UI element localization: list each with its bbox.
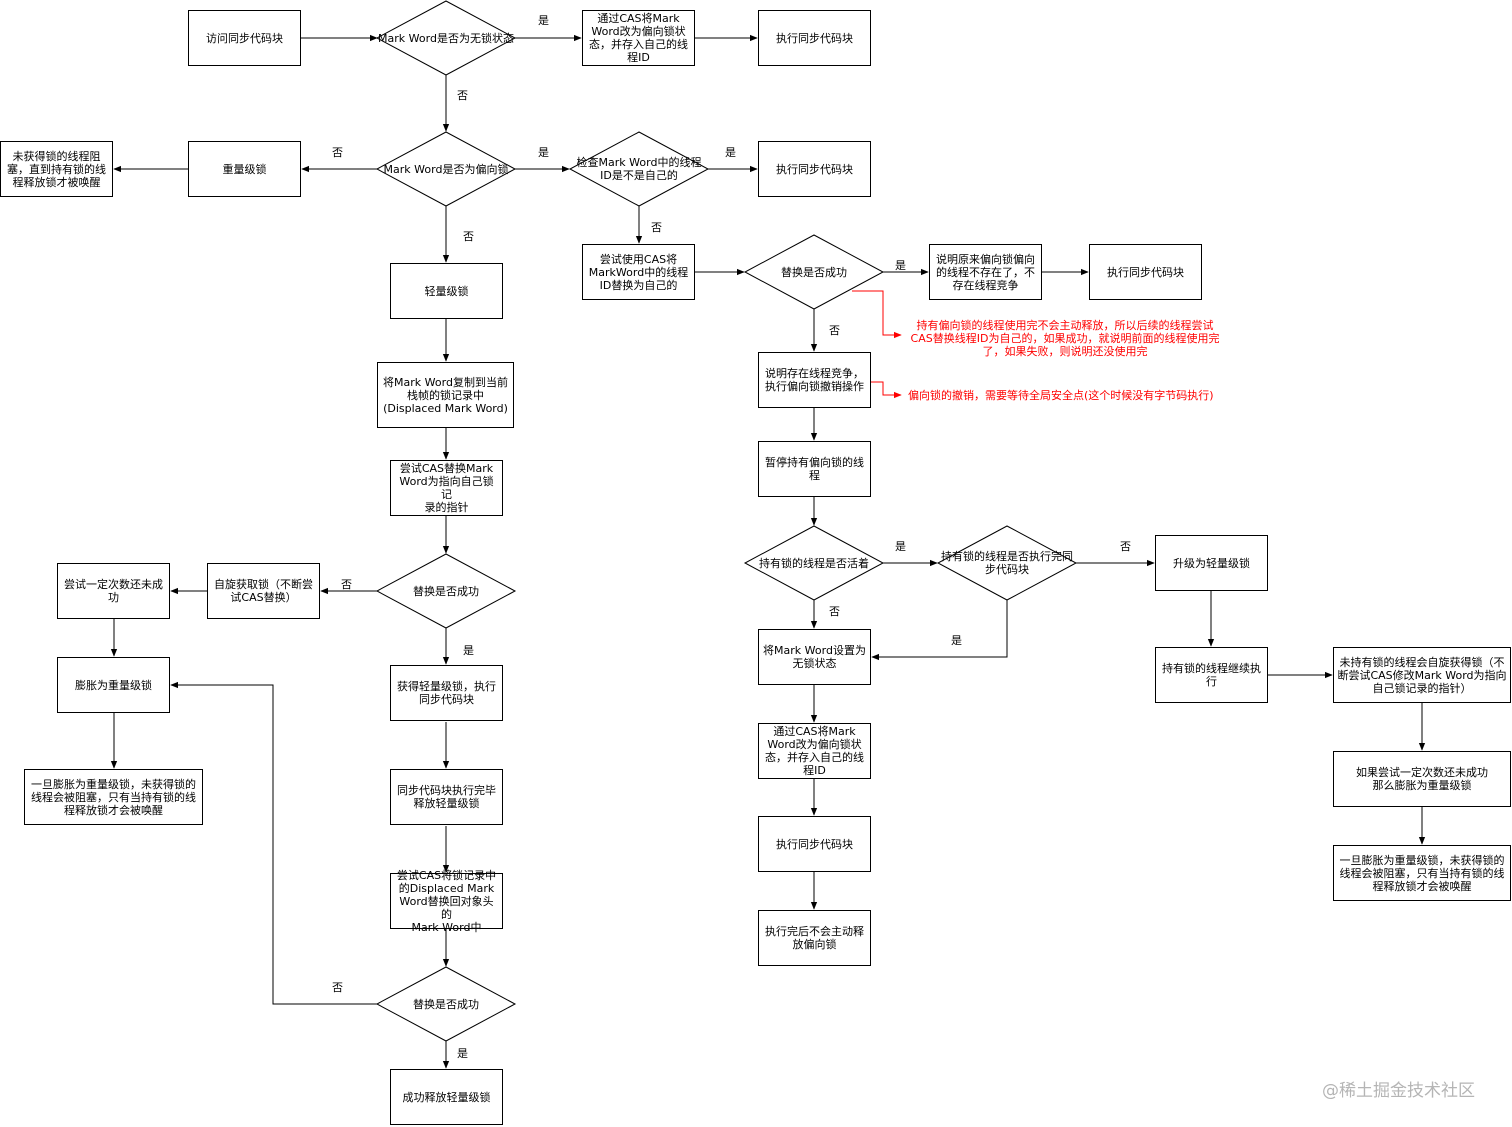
process-box-inflate: 膨胀为重量级锁	[57, 657, 170, 713]
process-box-cas2: 尝试CAS将锁记录中 的Displaced Mark Word替换回对象头的 M…	[390, 869, 503, 934]
process-box-trycas: 尝试使用CAS将 MarkWord中的线程 ID替换为自己的	[582, 244, 695, 300]
note-connector-1	[871, 381, 902, 399]
edge-label-yes: 是	[895, 259, 906, 272]
process-box-cas3: 通过CAS将Mark Word改为偏向锁状 态，并存入自己的线 程ID	[758, 723, 871, 779]
connector-arrow-18	[871, 600, 1008, 661]
edge-label-yes: 是	[725, 146, 736, 159]
watermark: @稀土掘金技术社区	[1322, 1081, 1475, 1101]
process-box-n5: 执行同步代码块	[1089, 244, 1202, 300]
process-box-getlight: 获得轻量级锁，执行 同步代码块	[390, 665, 503, 721]
process-box-n2: 通过CAS将Mark Word改为偏向锁状 态，并存入自己的线 程ID	[582, 10, 695, 66]
process-box-inflate2: 如果尝试一定次数还未成功 那么膨胀为重量级锁	[1333, 751, 1511, 807]
process-box-heavy: 重量级锁	[188, 141, 301, 197]
process-box-n6: 执行同步代码块	[758, 816, 871, 872]
process-box-copy: 将Mark Word复制到当前 栈帧的锁记录中 (Displaced Mark …	[377, 362, 514, 428]
decision-text-d7: 持有锁的线程是否活着	[759, 556, 869, 570]
process-box-n3: 执行同步代码块	[758, 10, 871, 66]
decision-text-d2: Mark Word是否为偏向锁	[383, 162, 509, 176]
edge-label-no: 否	[829, 324, 840, 337]
decision-text-d1: Mark Word是否为无锁状态	[378, 31, 514, 45]
process-box-light: 轻量级锁	[390, 263, 503, 319]
edge-label-no: 否	[341, 578, 352, 591]
process-box-n1: 访问同步代码块	[188, 10, 301, 66]
process-box-blocked: 未获得锁的线程阻 塞，直到持有锁的线 程释放锁才被唤醒	[0, 141, 113, 197]
edge-label-yes: 是	[538, 14, 549, 27]
process-box-inflnote2: 一旦膨胀为重量级锁，未获得锁的 线程会被阻塞，只有当持有锁的线 程释放锁才会被唤…	[1333, 845, 1511, 901]
process-box-succrel: 成功释放轻量级锁	[390, 1069, 503, 1125]
process-box-spin2: 未持有锁的线程会自旋获得锁（不 断尝试CAS修改Mark Word为指向 自己锁…	[1333, 647, 1511, 703]
edge-label-yes: 是	[951, 634, 962, 647]
process-box-uplight: 升级为轻量级锁	[1155, 535, 1268, 591]
process-box-n7: 执行完后不会主动释 放偏向锁	[758, 910, 871, 966]
edge-label-yes: 是	[895, 540, 906, 553]
process-box-inflnote: 一旦膨胀为重量级锁，未获得锁的 线程会被阻塞，只有当持有锁的线 程释放锁才会被唤…	[24, 769, 203, 825]
edge-label-no: 否	[829, 605, 840, 618]
decision-text-d8: 持有锁的线程是否执行完同 步代码块	[941, 550, 1073, 576]
note-connector-0	[852, 290, 902, 339]
edge-label-no: 否	[332, 146, 343, 159]
note-bias-release: 持有偏向锁的线程使用完不会主动释放，所以后续的线程尝试 CAS替换线程ID为自己…	[910, 319, 1220, 358]
process-box-comp: 说明存在线程竞争， 执行偏向锁撤销操作	[758, 352, 871, 408]
process-box-cas1: 尝试CAS替换Mark Word为指向自己锁记 录的指针	[390, 460, 503, 516]
process-box-pause: 暂停持有偏向锁的线 程	[758, 441, 871, 497]
edge-label-no: 否	[332, 981, 343, 994]
decision-text-d5: 替换是否成功	[413, 997, 479, 1011]
edge-label-no: 否	[457, 89, 468, 102]
edge-label-yes: 是	[457, 1047, 468, 1060]
connector-arrow-39	[170, 681, 377, 1005]
process-box-release: 同步代码块执行完毕 释放轻量级锁	[390, 769, 503, 825]
process-box-cont: 持有锁的线程继续执 行	[1155, 647, 1268, 703]
process-box-nocomp: 说明原来偏向锁偏向 的线程不存在了，不 存在线程竞争	[929, 244, 1042, 300]
process-box-tryfail: 尝试一定次数还未成 功	[57, 563, 170, 619]
edge-label-no: 否	[651, 221, 662, 234]
edge-label-no: 否	[1120, 540, 1131, 553]
decision-text-d3: 检查Mark Word中的线程 ID是不是自己的	[576, 156, 702, 182]
edge-label-yes: 是	[463, 644, 474, 657]
decision-text-d4: 替换是否成功	[413, 584, 479, 598]
process-box-setfree: 将Mark Word设置为 无锁状态	[758, 629, 871, 685]
edge-label-yes: 是	[538, 146, 549, 159]
process-box-n4: 执行同步代码块	[758, 141, 871, 197]
decision-text-d6: 替换是否成功	[781, 265, 847, 279]
note-bias-revoke: 偏向锁的撤销，需要等待全局安全点(这个时候没有字节码执行)	[908, 389, 1214, 402]
process-box-spin: 自旋获取锁（不断尝 试CAS替换）	[207, 563, 320, 619]
edge-label-no: 否	[463, 230, 474, 243]
